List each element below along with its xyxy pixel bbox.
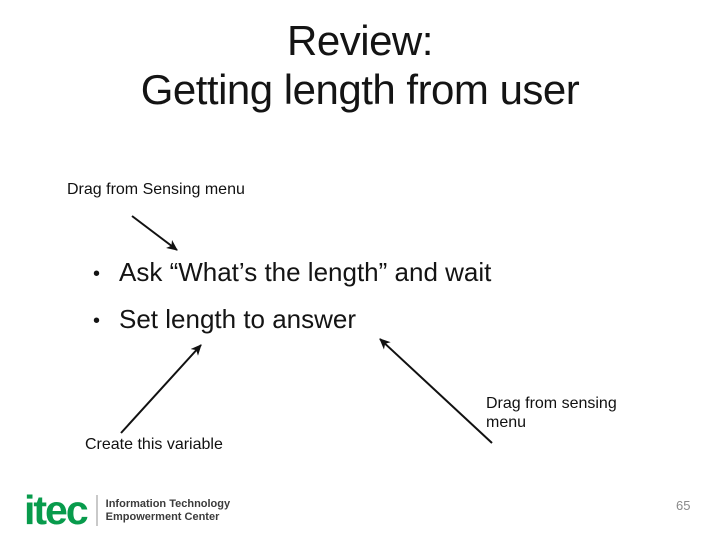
annotation-create-this-variable: Create this variable xyxy=(85,436,223,453)
itec-logo-wordmark: itec xyxy=(24,487,89,533)
slide-title-line-2: Getting length from user xyxy=(140,66,580,113)
annotation-drag-from-sensing-menu-top: Drag from Sensing menu xyxy=(67,181,245,198)
bullet-dot-icon: • xyxy=(93,310,101,332)
arrow-sensing-menu-to-answer xyxy=(379,338,493,444)
bullet-list: • Ask “What’s the length” and wait • Set l… xyxy=(93,250,491,344)
bullet-dot-icon: • xyxy=(93,263,101,285)
page-number: 65 xyxy=(676,498,691,513)
bullet-item-ask-length: • Ask “What’s the length” and wait xyxy=(93,250,491,297)
logo-tagline: Information Technology Empowerment Cente… xyxy=(106,498,230,524)
logo-tagline-line-2: Empowerment Center xyxy=(105,510,220,523)
annotation-drag-from-sensing-menu-bottom: Drag from sensing menu xyxy=(486,394,617,432)
arrow-create-variable-to-set-length xyxy=(120,344,202,434)
bullet-text: Ask “What’s the length” and wait xyxy=(119,257,492,287)
logo-tagline-line-1: Information Technology xyxy=(105,497,231,510)
logo-divider xyxy=(95,495,98,526)
slide-title: Review: Getting length from user xyxy=(0,16,720,114)
annotation-line-1: Drag from sensing xyxy=(486,395,617,412)
slide-title-line-1: Review: xyxy=(287,17,433,64)
bullet-item-set-length: • Set length to answer xyxy=(93,297,491,344)
annotation-line-2: menu xyxy=(486,414,527,431)
bullet-text: Set length to answer xyxy=(119,304,357,334)
itec-logo: itec Information Technology Empowerment … xyxy=(24,490,230,531)
arrow-top-to-first-bullet xyxy=(131,215,178,251)
